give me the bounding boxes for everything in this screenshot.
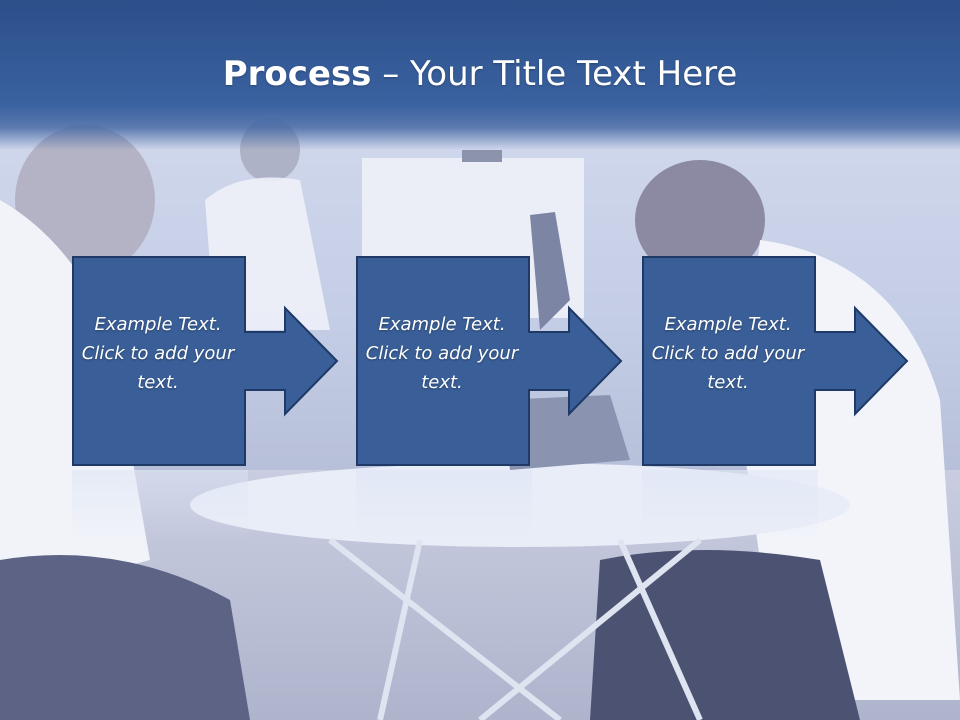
step-1-arrow-shape [72,256,339,466]
step-2-arrow-shape [356,256,623,466]
process-step-3[interactable]: Example Text. Click to add your text. [642,256,912,468]
step-3-arrow-shape [642,256,909,466]
process-step-1[interactable]: Example Text. Click to add your text. [72,256,342,468]
title-rest: – Your Title Text Here [371,54,738,94]
step-3-text[interactable]: Example Text. Click to add your text. [651,314,805,393]
step-2-reflection [356,470,532,540]
title-band [0,0,960,150]
slide-title: Process – Your Title Text Here [0,50,960,98]
title-bold: Process [222,54,372,94]
step-2-text[interactable]: Example Text. Click to add your text. [365,314,519,393]
step-1-text[interactable]: Example Text. Click to add your text. [81,314,235,393]
step-3-reflection [642,470,818,540]
process-step-2[interactable]: Example Text. Click to add your text. [356,256,626,468]
step-1-reflection [72,470,248,540]
